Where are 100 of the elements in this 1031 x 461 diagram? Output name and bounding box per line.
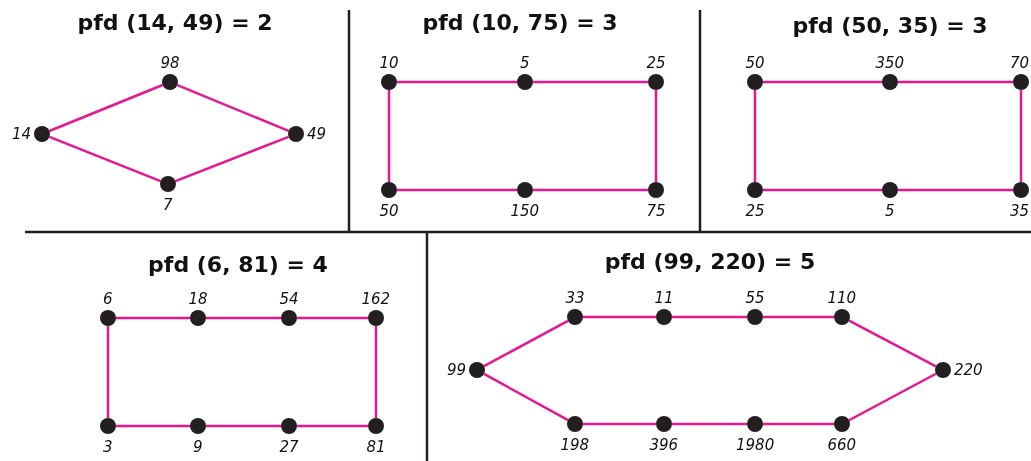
vertex-dot [656,309,672,325]
vertex-dot [190,310,206,326]
vertex-dot [1013,74,1029,90]
vertex-dot [160,176,176,192]
vertex-dot [281,418,297,434]
connector-line [848,319,937,368]
connector-line [848,372,937,422]
vertex-dot [567,416,583,432]
vertex-label: 11 [654,289,674,307]
vertex-label: 3 [103,438,113,456]
vertex-label: 350 [875,54,905,72]
vertex-label: 198 [560,436,590,454]
vertex-label: 25 [646,54,666,72]
vertex-label: 98 [160,54,180,72]
vertex-dot [882,74,898,90]
panel-title: pfd (10, 75) = 3 [422,10,618,35]
connector-line [374,326,378,418]
connector-line [583,315,656,319]
vertex-label: 18 [188,290,208,308]
vertex-dot [288,126,304,142]
vertex-dot [567,309,583,325]
vertex-label: 6 [103,290,113,308]
connector-line [206,316,281,320]
connector-line [206,424,281,428]
vertex-dot [747,74,763,90]
vertex-dot [368,310,384,326]
connector-line [297,316,368,320]
vertex-label: 99 [447,361,467,379]
vertex-label: 50 [379,202,399,220]
vertex-label: 396 [649,436,679,454]
connector-line [672,422,747,426]
connector-line [763,80,882,84]
vertex-dot [747,416,763,432]
vertex-dot [190,418,206,434]
connector-line [387,90,391,182]
connector-line [48,83,164,133]
vertex-label: 220 [954,361,983,379]
vertex-dot [281,310,297,326]
vertex-dot [648,182,664,198]
connector-line [898,80,1013,84]
vertex-label: 70 [1010,54,1030,72]
connector-line [116,424,190,428]
vertex-dot [368,418,384,434]
connector-line [898,188,1013,192]
connector-line [763,422,834,426]
connector-line [533,188,648,192]
panel-title: pfd (6, 81) = 4 [148,252,328,277]
vertex-label: 5 [885,202,895,220]
vertex-dot [517,74,533,90]
connector-line [753,90,757,182]
connector-line [106,326,110,418]
connector-line [483,319,569,368]
vertex-dot [656,416,672,432]
vertex-label: 660 [827,436,857,454]
vertex-label: 49 [307,125,327,143]
connector-line [175,135,289,183]
connector-line [763,315,834,319]
connector-line [483,372,569,422]
vertex-dot [747,309,763,325]
vertex-label: 150 [510,202,540,220]
vertex-label: 25 [745,202,765,220]
connector-line [397,188,517,192]
vertex-dot [469,362,485,378]
vertex-dot [834,416,850,432]
vertex-label: 9 [193,438,203,456]
vertex-label: 14 [12,125,32,143]
connector-line [583,422,656,426]
vertex-label: 5 [520,54,530,72]
vertex-label: 50 [745,54,765,72]
vertex-label: 35 [1010,202,1030,220]
vertex-label: 110 [827,289,857,307]
vertex-label: 81 [366,438,386,456]
vertex-label: 27 [279,438,299,456]
vertex-dot [100,418,116,434]
panel-title: pfd (99, 220) = 5 [604,249,816,274]
vertex-dot [381,74,397,90]
vertex-dot [100,310,116,326]
vertex-dot [747,182,763,198]
vertex-label: 7 [163,196,173,214]
connector-line [176,83,290,133]
vertex-dot [162,74,178,90]
vertex-dot [1013,182,1029,198]
connector-line [297,424,368,428]
connector-line [533,80,648,84]
vertex-label: 1980 [736,436,775,454]
vertex-dot [648,74,664,90]
connector-line [654,90,658,182]
vertex-label: 10 [379,54,399,72]
vertex-dot [34,126,50,142]
vertex-dot [882,182,898,198]
vertex-dot [517,182,533,198]
vertex-label: 54 [279,290,299,308]
connector-line [397,80,517,84]
vertex-label: 75 [646,202,666,220]
connector-line [672,315,747,319]
connector-line [763,188,882,192]
vertex-label: 162 [361,290,391,308]
vertex-dot [935,362,951,378]
panel-title: pfd (14, 49) = 2 [77,10,273,35]
connector-line [48,135,162,183]
